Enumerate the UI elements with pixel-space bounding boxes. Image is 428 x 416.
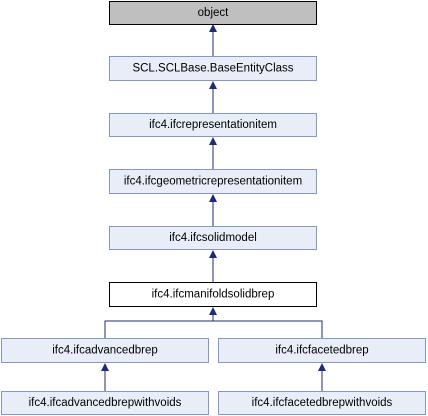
node-ifcrepresentationitem[interactable]: ifc4.ifcrepresentationitem	[109, 113, 317, 137]
node-ifcsolidmodel[interactable]: ifc4.ifcsolidmodel	[109, 226, 317, 250]
arrowhead-solidmodel	[209, 250, 217, 258]
arrowhead-object	[209, 24, 217, 32]
node-ifcfacetedbrep-label: ifc4.ifcfacetedbrep	[275, 345, 368, 357]
node-scl-base-entity-class[interactable]: SCL.SCLBase.BaseEntityClass	[109, 56, 317, 81]
node-scl-base-entity-class-label: SCL.SCLBase.BaseEntityClass	[132, 63, 293, 75]
node-object[interactable]: object	[109, 1, 317, 25]
arrowhead-manifold	[209, 307, 217, 315]
node-ifcgeometricrepresentationitem[interactable]: ifc4.ifcgeometricrepresentationitem	[109, 169, 317, 194]
node-ifcadvancedbrepwithvoids-label: ifc4.ifcadvancedbrepwithvoids	[29, 397, 182, 409]
node-object-label: object	[198, 7, 229, 19]
arrowhead-advanced	[101, 363, 109, 371]
arrowhead-scl-base	[209, 81, 217, 89]
diagram-edges	[101, 24, 326, 391]
arrowhead-repitem	[209, 137, 217, 145]
node-ifcadvancedbrepwithvoids[interactable]: ifc4.ifcadvancedbrepwithvoids	[1, 391, 209, 415]
node-ifcsolidmodel-label: ifc4.ifcsolidmodel	[169, 232, 257, 244]
node-ifcgeometricrepresentationitem-label: ifc4.ifcgeometricrepresentationitem	[124, 176, 302, 188]
node-ifcadvancedbrep-label: ifc4.ifcadvancedbrep	[52, 345, 157, 357]
edge-advanced-to-manifold	[104, 314, 214, 338]
arrowhead-georep	[209, 194, 217, 202]
arrowhead-faceted	[318, 363, 326, 371]
node-ifcfacetedbrep[interactable]: ifc4.ifcfacetedbrep	[218, 338, 426, 363]
edge-faceted-to-manifold	[213, 320, 323, 338]
node-ifcrepresentationitem-label: ifc4.ifcrepresentationitem	[149, 119, 277, 131]
node-ifcmanifoldsolidbrep-label: ifc4.ifcmanifoldsolidbrep	[152, 289, 275, 301]
node-ifcfacetedbrepwithvoids-label: ifc4.ifcfacetedbrepwithvoids	[252, 397, 393, 409]
node-ifcmanifoldsolidbrep[interactable]: ifc4.ifcmanifoldsolidbrep	[109, 282, 317, 307]
node-ifcfacetedbrepwithvoids[interactable]: ifc4.ifcfacetedbrepwithvoids	[218, 391, 426, 415]
node-ifcadvancedbrep[interactable]: ifc4.ifcadvancedbrep	[1, 338, 209, 363]
